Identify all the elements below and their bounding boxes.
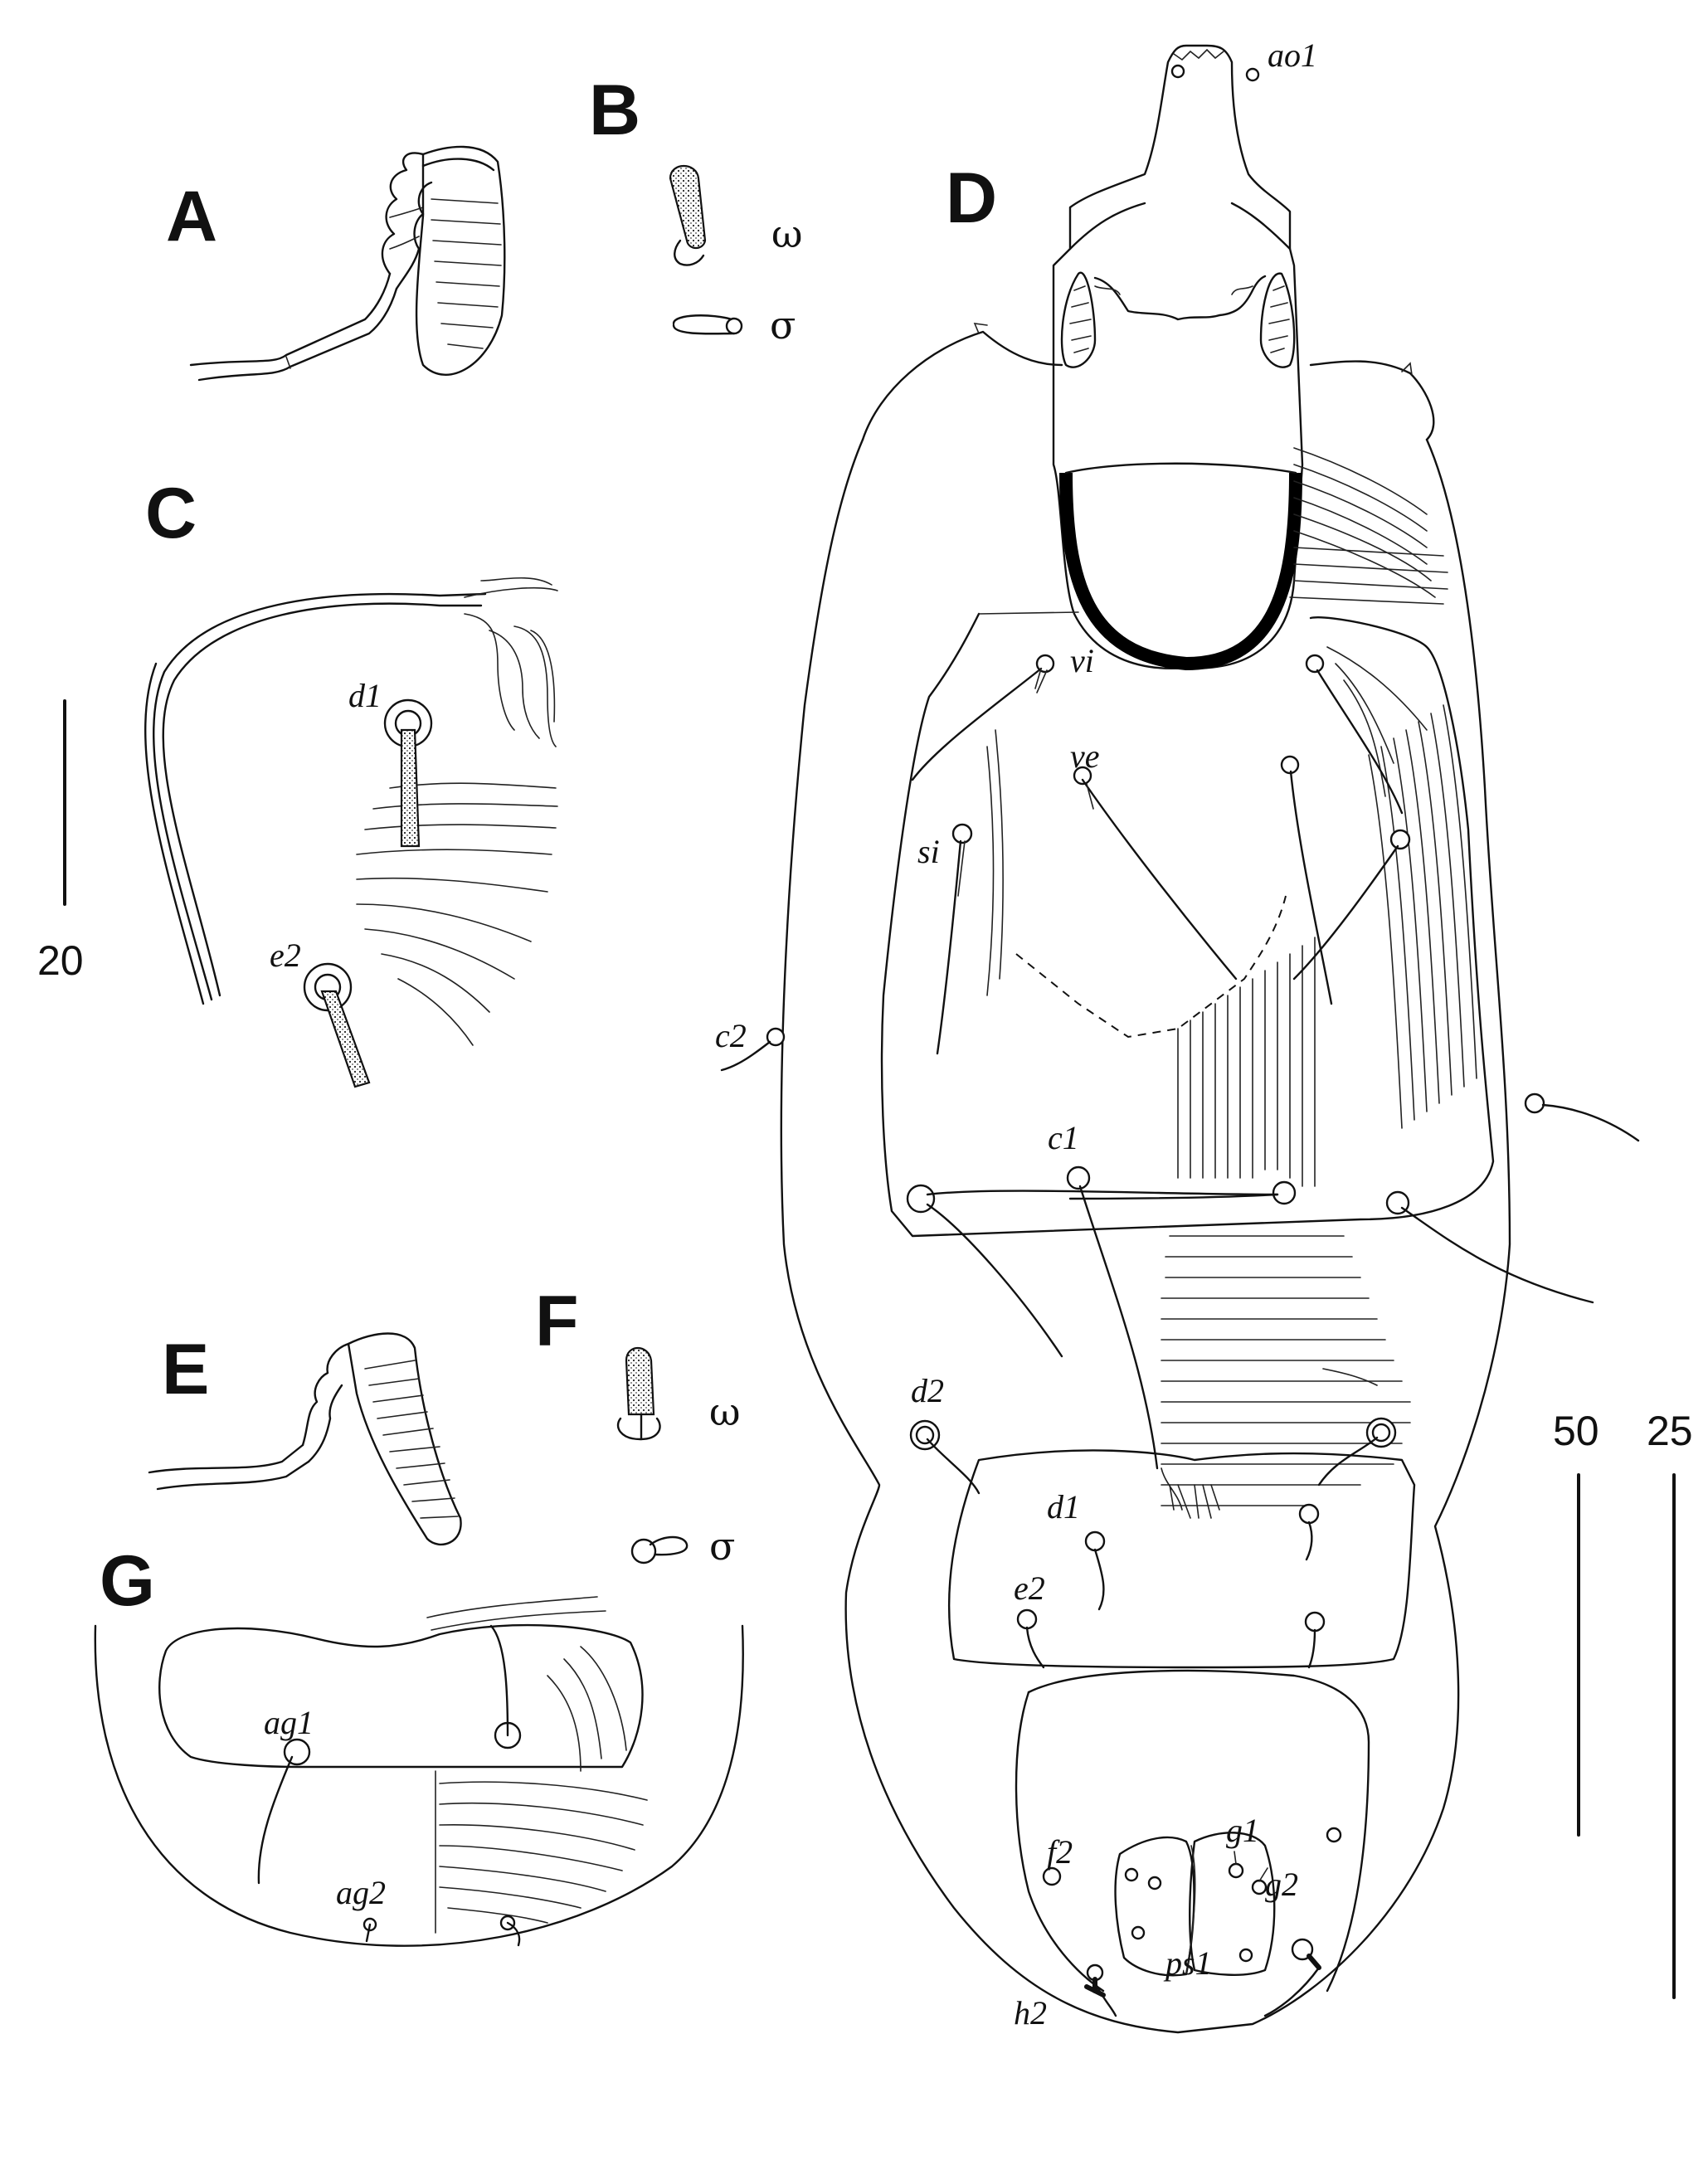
scale-bar-c: 20: [37, 699, 84, 984]
scale-bar-d-label: 50: [1553, 1408, 1599, 1454]
scale-bar-right-label: 25: [1647, 1408, 1693, 1454]
panel-letter-d: D: [946, 158, 997, 238]
label-ag1: ag1: [264, 1704, 314, 1741]
panel-letter-b: B: [589, 71, 640, 150]
panel-b-drawing: [669, 165, 743, 335]
symbol-sigma-b: σ: [770, 303, 796, 348]
panel-letter-a: A: [166, 177, 217, 256]
panel-letter-f: F: [535, 1282, 579, 1361]
label-d2: d2: [911, 1372, 944, 1409]
scale-bar-d: 50: [1553, 1408, 1599, 1837]
symbol-omega-b: ω: [771, 212, 803, 256]
label-d1-c: d1: [348, 677, 382, 714]
label-vi: vi: [1070, 642, 1094, 679]
panel-f-drawing: [616, 1347, 689, 1564]
label-ve: ve: [1070, 737, 1100, 775]
panel-letter-g: G: [100, 1541, 155, 1621]
label-f2: f2: [1047, 1833, 1073, 1871]
label-ag2: ag2: [336, 1874, 386, 1911]
label-h2: h2: [1014, 1994, 1047, 2032]
label-si: si: [917, 833, 940, 870]
panel-e-drawing: [148, 1332, 462, 1546]
symbol-sigma-f: σ: [709, 1524, 735, 1569]
label-e2-c: e2: [270, 937, 301, 974]
scale-bar-right: 25: [1647, 1408, 1693, 1999]
label-g1: g1: [1226, 1812, 1259, 1849]
label-g2: g2: [1265, 1866, 1298, 1903]
symbol-omega-f: ω: [709, 1389, 741, 1434]
label-c2: c2: [715, 1017, 747, 1054]
label-ps1: ps1: [1163, 1944, 1212, 1982]
panel-c-drawing: d1 e2: [144, 577, 558, 1088]
label-ao1: ao1: [1268, 36, 1317, 74]
label-c1: c1: [1048, 1119, 1079, 1156]
scale-bar-c-label: 20: [37, 937, 84, 984]
label-d1-d: d1: [1047, 1488, 1080, 1526]
panel-d-drawing: ao1 vi ve si c1 c2 d2 d1 e2 f2 g1 g2 ps1…: [715, 36, 1640, 2034]
panel-letter-c: C: [145, 474, 197, 553]
label-e2-d: e2: [1014, 1569, 1045, 1607]
panel-g-drawing: ag1 ag2: [94, 1596, 744, 1947]
panel-a-drawing: [189, 145, 506, 382]
panel-letter-e: E: [162, 1330, 209, 1409]
